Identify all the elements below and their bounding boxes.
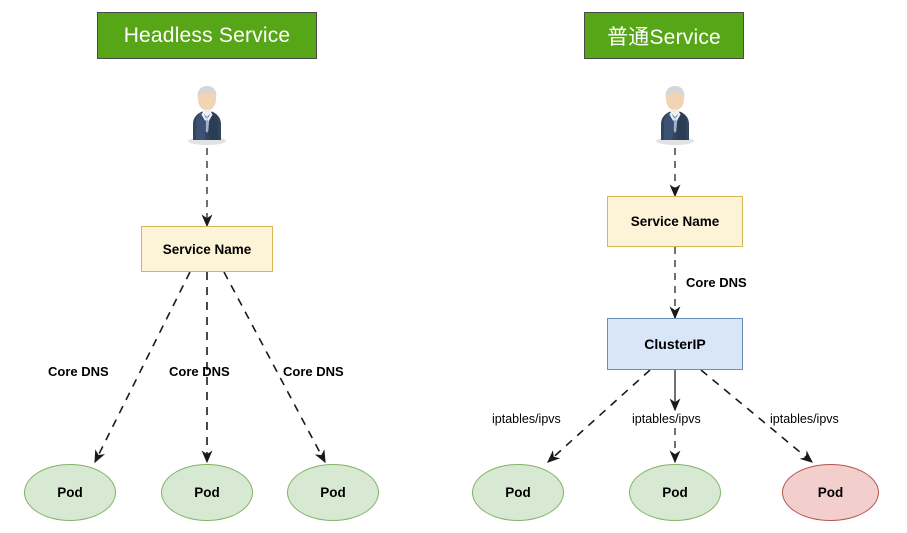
- edge-label-core-dns-right: Core DNS: [686, 275, 747, 290]
- business-person-icon: [651, 84, 699, 146]
- pod-node-right-1[interactable]: Pod: [472, 464, 564, 521]
- pod-node-left-1[interactable]: Pod: [24, 464, 116, 521]
- edge-label-core-dns-left-3: Core DNS: [283, 364, 344, 379]
- clusterip-node[interactable]: ClusterIP: [607, 318, 743, 370]
- service-name-node-left[interactable]: Service Name: [141, 226, 273, 272]
- edge-label-iptables-ipvs-3: iptables/ipvs: [770, 412, 839, 426]
- banner-normal-service: 普通Service: [584, 12, 744, 59]
- business-person-icon: [183, 84, 231, 146]
- pod-node-left-2[interactable]: Pod: [161, 464, 253, 521]
- edge-label-iptables-ipvs-2: iptables/ipvs: [632, 412, 701, 426]
- pod-node-right-2[interactable]: Pod: [629, 464, 721, 521]
- edge-label-iptables-ipvs-1: iptables/ipvs: [492, 412, 561, 426]
- pod-node-left-3[interactable]: Pod: [287, 464, 379, 521]
- banner-headless-service: Headless Service: [97, 12, 317, 59]
- service-name-node-right[interactable]: Service Name: [607, 196, 743, 247]
- edge-label-core-dns-left-1: Core DNS: [48, 364, 109, 379]
- pod-node-right-3[interactable]: Pod: [782, 464, 879, 521]
- edge-label-core-dns-left-2: Core DNS: [169, 364, 230, 379]
